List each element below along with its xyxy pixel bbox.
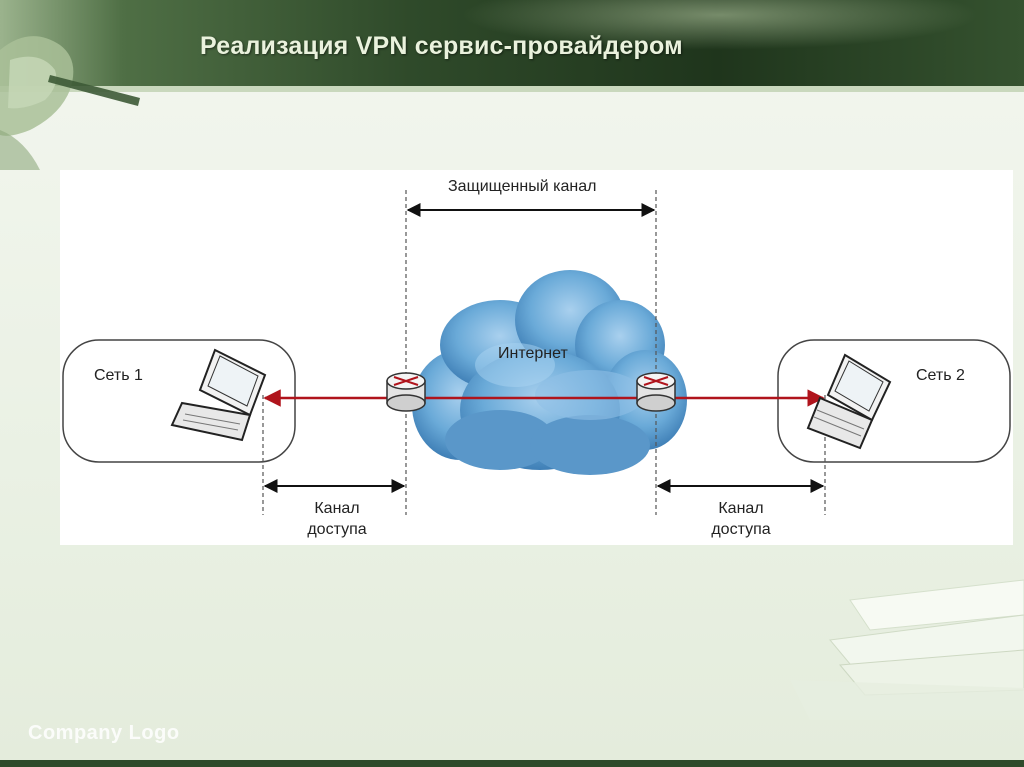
network1-label: Сеть 1 bbox=[94, 367, 143, 384]
network2-label: Сеть 2 bbox=[916, 367, 965, 384]
network2-box bbox=[777, 339, 1011, 463]
internet-label: Интернет bbox=[498, 345, 568, 362]
company-logo: Company Logo bbox=[28, 722, 180, 744]
router-icon-right bbox=[636, 372, 676, 412]
router-icon-left bbox=[386, 372, 426, 412]
laptop-icon-network1 bbox=[170, 348, 267, 442]
access-channel-left-label: Канал доступа bbox=[292, 498, 382, 540]
access-channel-left-line2: доступа bbox=[307, 521, 367, 538]
network1-box bbox=[62, 339, 296, 463]
access-channel-right-label: Канал доступа bbox=[696, 498, 786, 540]
vpn-diagram-graphics bbox=[62, 190, 1011, 515]
internet-cloud bbox=[412, 270, 687, 475]
access-channel-right-line2: доступа bbox=[711, 521, 771, 538]
slide-title: Реализация VPN сервис-провайдером bbox=[200, 32, 683, 60]
access-channel-right-line1: Канал bbox=[718, 500, 764, 517]
papers-illustration bbox=[790, 579, 1024, 720]
hand-with-pen-illustration bbox=[0, 36, 140, 170]
header-band bbox=[0, 86, 1024, 92]
secure-channel-label: Защищенный канал bbox=[448, 178, 597, 195]
vpn-diagram: Защищенный канал Интернет Сеть 1 Сеть 2 … bbox=[60, 170, 1013, 545]
slide-header bbox=[0, 0, 1024, 92]
laptop-icon-network2 bbox=[806, 353, 892, 450]
access-channel-left-line1: Канал bbox=[314, 500, 360, 517]
footer-bar bbox=[0, 760, 1024, 767]
